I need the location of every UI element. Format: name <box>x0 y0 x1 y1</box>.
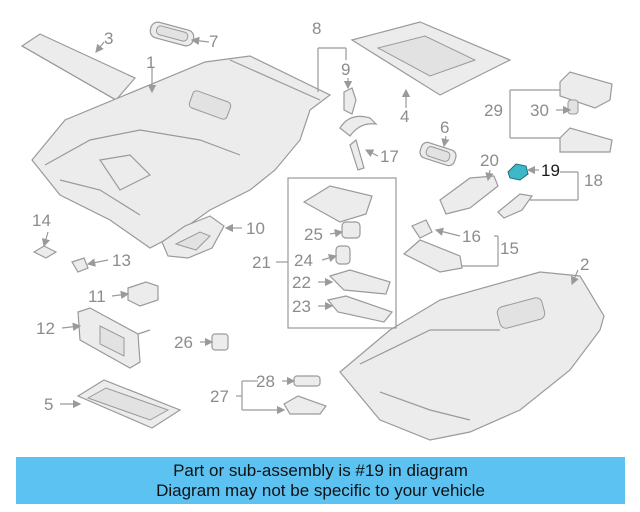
part-5-glass <box>76 379 182 429</box>
part-14-clip <box>32 245 58 259</box>
part-1-headliner <box>31 55 332 249</box>
part-16-lamp <box>402 219 463 273</box>
callout-24: 24 <box>294 251 313 270</box>
part-3-insulator <box>20 33 136 101</box>
part-11-holder <box>127 281 159 307</box>
callout-1: 1 <box>146 53 155 72</box>
callout-18: 18 <box>584 171 603 190</box>
callout-27: 27 <box>210 387 229 406</box>
callout-26: 26 <box>174 333 193 352</box>
callout-30: 30 <box>530 101 549 120</box>
part-21-lamp-housing <box>302 185 373 223</box>
part-13-clip <box>71 257 89 273</box>
part-26-clip <box>211 333 229 351</box>
callout-23: 23 <box>292 297 311 316</box>
leader-lines <box>41 36 579 415</box>
callout-3: 3 <box>104 29 113 48</box>
callout-4: 4 <box>400 107 409 126</box>
part-12-sunvisor <box>77 307 151 369</box>
callout-5: 5 <box>44 395 53 414</box>
callout-7: 7 <box>209 32 218 51</box>
part-9-hook <box>343 87 357 115</box>
banner-line-1: Part or sub-assembly is #19 in diagram <box>173 461 468 480</box>
callout-12: 12 <box>36 319 55 338</box>
callout-21: 21 <box>252 253 271 272</box>
part-27-handle <box>283 395 327 415</box>
parts-diagram: 3 7 1 8 9 4 6 17 29 30 20 19 18 16 15 10… <box>20 19 613 441</box>
callout-22: 22 <box>292 273 311 292</box>
part-18-harness <box>497 193 534 219</box>
part-10-console <box>161 215 225 259</box>
callout-29: 29 <box>484 101 503 120</box>
callout-10: 10 <box>246 219 265 238</box>
callout-labels: 3 7 1 8 9 4 6 17 29 30 20 19 18 16 15 10… <box>32 19 603 414</box>
callout-6: 6 <box>440 118 449 137</box>
part-29-dome-lamp <box>559 71 613 153</box>
part-28-bolt <box>293 375 321 387</box>
callout-9: 9 <box>341 60 350 79</box>
part-19-clip <box>507 163 529 181</box>
callout-2: 2 <box>580 255 589 274</box>
callout-25: 25 <box>304 225 323 244</box>
info-banner: Part or sub-assembly is #19 in diagram D… <box>16 457 625 504</box>
callout-14: 14 <box>32 211 51 230</box>
callout-17: 17 <box>380 147 399 166</box>
part-2-headliner <box>339 271 605 441</box>
part-17-handle <box>339 115 378 171</box>
callout-19: 19 <box>541 161 560 180</box>
part-24-bulb <box>335 245 351 265</box>
part-4-sunroof-panel <box>350 21 512 96</box>
callout-13: 13 <box>112 251 131 270</box>
part-20-bracket <box>439 175 499 215</box>
callout-28: 28 <box>256 372 275 391</box>
callout-8: 8 <box>312 19 321 38</box>
part-7-lens <box>149 21 195 47</box>
callout-11: 11 <box>88 287 106 306</box>
part-23-cover <box>326 295 393 323</box>
callout-15: 15 <box>500 239 519 258</box>
part-6-lens-frame <box>419 141 457 167</box>
part-25-switch <box>341 221 361 239</box>
part-22-lens <box>328 269 391 295</box>
callout-16: 16 <box>462 227 481 246</box>
callout-20: 20 <box>480 151 499 170</box>
banner-line-2: Diagram may not be specific to your vehi… <box>156 481 485 500</box>
